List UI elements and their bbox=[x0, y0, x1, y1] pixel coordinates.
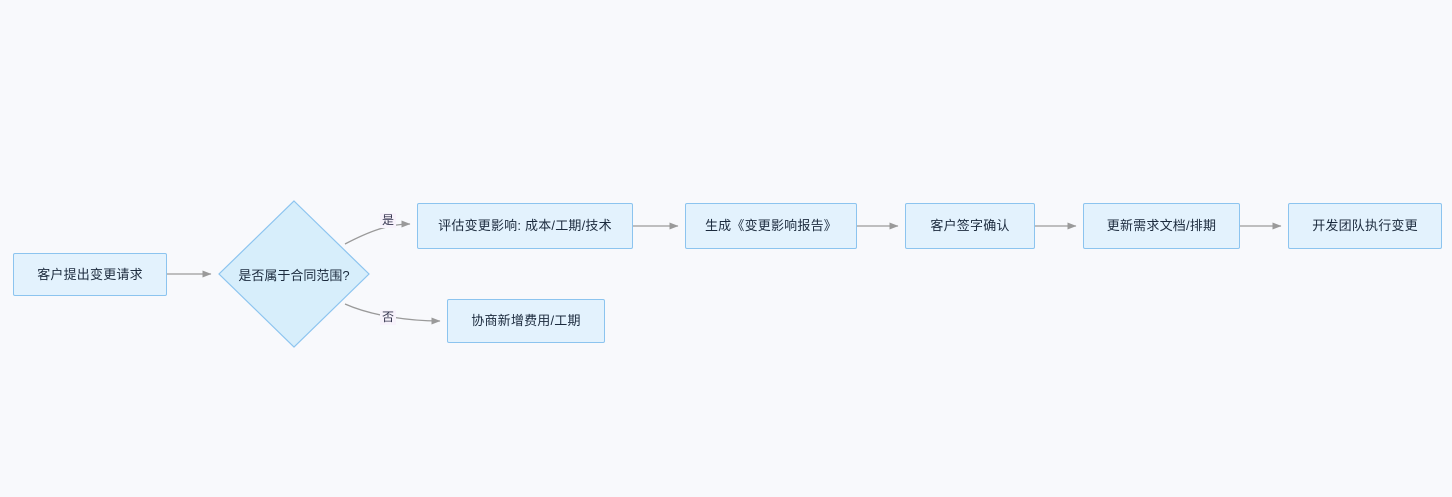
node-label: 协商新增费用/工期 bbox=[471, 313, 581, 329]
edge-label-yes: 是 bbox=[380, 213, 397, 228]
node-label: 生成《变更影响报告》 bbox=[704, 218, 837, 234]
node-dev-team-execute-change[interactable]: 开发团队执行变更 bbox=[1288, 203, 1442, 249]
node-negotiate-extra-cost-schedule[interactable]: 协商新增费用/工期 bbox=[447, 299, 605, 343]
node-label: 是否属于合同范围? bbox=[238, 267, 350, 283]
node-label: 客户签字确认 bbox=[930, 218, 1010, 234]
node-customer-change-request[interactable]: 客户提出变更请求 bbox=[13, 253, 167, 296]
node-update-requirements-schedule[interactable]: 更新需求文档/排期 bbox=[1083, 203, 1240, 249]
node-label: 更新需求文档/排期 bbox=[1106, 218, 1217, 234]
node-customer-sign-off[interactable]: 客户签字确认 bbox=[905, 203, 1035, 249]
node-label: 开发团队执行变更 bbox=[1312, 218, 1418, 234]
node-label: 评估变更影响: 成本/工期/技术 bbox=[438, 218, 612, 234]
edge-label-no: 否 bbox=[380, 310, 397, 325]
node-label: 客户提出变更请求 bbox=[37, 266, 143, 282]
diamond-shape bbox=[218, 200, 370, 348]
node-decision-in-contract-scope[interactable]: 是否属于合同范围? bbox=[218, 200, 370, 348]
node-assess-change-impact[interactable]: 评估变更影响: 成本/工期/技术 bbox=[417, 203, 633, 249]
node-generate-impact-report[interactable]: 生成《变更影响报告》 bbox=[685, 203, 857, 249]
